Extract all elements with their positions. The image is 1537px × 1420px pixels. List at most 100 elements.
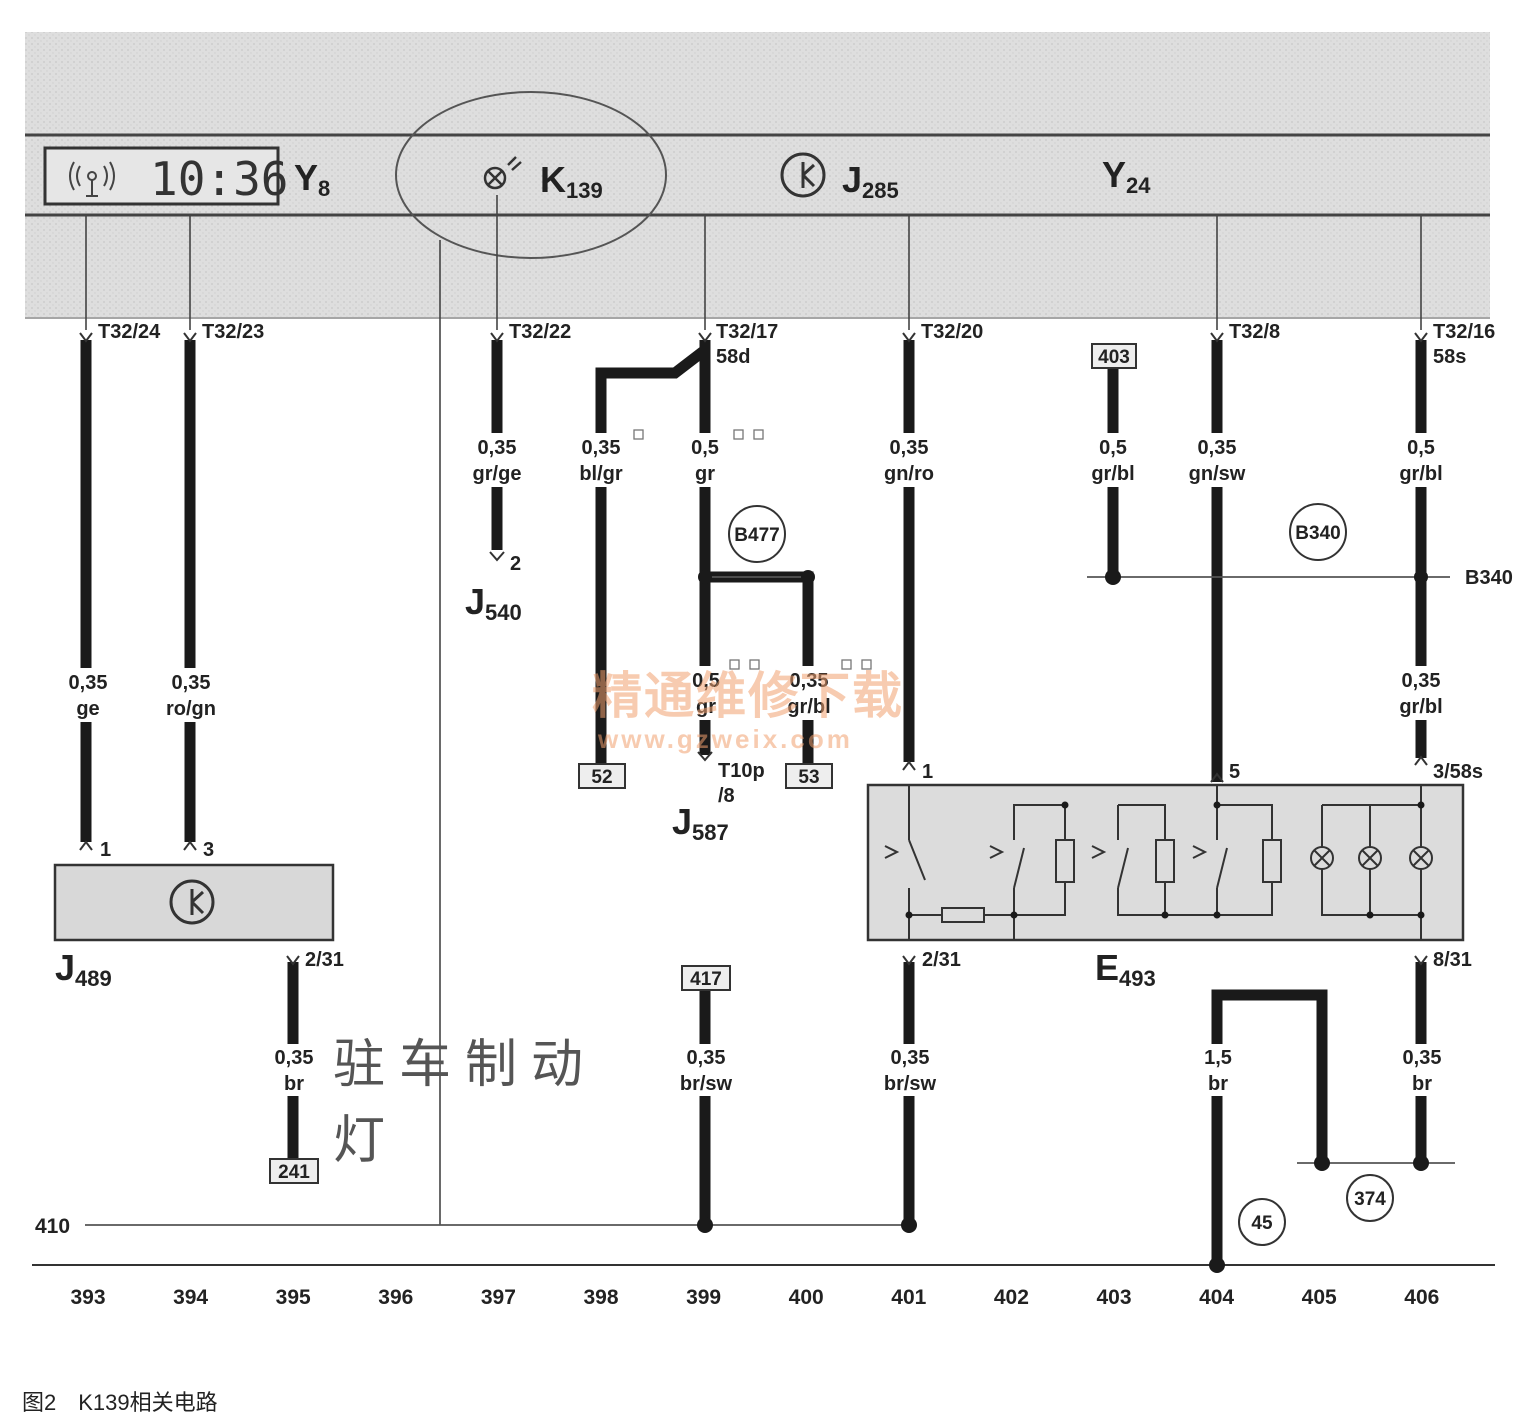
svg-text:T32/20: T32/20 bbox=[921, 321, 983, 343]
j489-label: J489 bbox=[55, 947, 112, 991]
figure-caption: 图2 K139相关电路 bbox=[22, 1390, 218, 1415]
column-number: 397 bbox=[481, 1286, 516, 1309]
watermark-line2: www.gzweix.com bbox=[597, 724, 853, 754]
j489-module bbox=[53, 863, 335, 942]
svg-text:1: 1 bbox=[922, 761, 933, 783]
column-number: 405 bbox=[1302, 1286, 1337, 1309]
svg-text:T32/17: T32/17 bbox=[716, 321, 778, 343]
control-unit-icon bbox=[169, 879, 215, 925]
svg-text:0,5: 0,5 bbox=[1407, 437, 1435, 459]
svg-text:T32/22: T32/22 bbox=[509, 321, 571, 343]
svg-text:2/31: 2/31 bbox=[305, 949, 344, 971]
annotation-line1: 驻车制动 bbox=[333, 1035, 597, 1095]
j285-label: J285 bbox=[842, 159, 899, 203]
column-number: 402 bbox=[994, 1286, 1029, 1309]
small-marks bbox=[633, 429, 872, 670]
svg-text:br: br bbox=[1412, 1073, 1432, 1095]
j587-label: J587 bbox=[672, 801, 729, 845]
svg-text:gr/bl: gr/bl bbox=[787, 696, 830, 718]
svg-text:0,35: 0,35 bbox=[1198, 437, 1237, 459]
svg-text:T32/8: T32/8 bbox=[1229, 321, 1280, 343]
watermark-line1: 精通维修下载 bbox=[592, 668, 904, 724]
svg-text:gr/bl: gr/bl bbox=[1091, 463, 1134, 485]
y8-label: Y8 bbox=[294, 157, 330, 201]
column-number: 406 bbox=[1404, 1286, 1439, 1309]
e493-label: E493 bbox=[1095, 947, 1156, 991]
svg-text:0,35: 0,35 bbox=[687, 1047, 726, 1069]
k139-highlight-circle bbox=[395, 91, 667, 259]
svg-text:0,35: 0,35 bbox=[478, 437, 517, 459]
svg-text:417: 417 bbox=[690, 969, 722, 990]
column-number: 396 bbox=[378, 1286, 413, 1309]
svg-text:0,35: 0,35 bbox=[790, 670, 829, 692]
column-number: 398 bbox=[583, 1286, 618, 1309]
svg-text:0,35: 0,35 bbox=[891, 1047, 930, 1069]
column-number: 404 bbox=[1199, 1286, 1234, 1309]
pin-labels: T32/24 T32/23 T32/22 T32/17 58d T32/20 T… bbox=[98, 321, 1495, 971]
control-unit-icon bbox=[780, 152, 826, 198]
svg-text:0,35: 0,35 bbox=[69, 672, 108, 694]
svg-text:br/sw: br/sw bbox=[680, 1073, 733, 1095]
antenna-icon bbox=[69, 161, 115, 197]
pin-arrows bbox=[79, 332, 1428, 966]
svg-text:58d: 58d bbox=[716, 346, 750, 368]
svg-text:1: 1 bbox=[100, 839, 111, 861]
junction-dots bbox=[697, 569, 1429, 1273]
svg-text:br/sw: br/sw bbox=[884, 1073, 937, 1095]
svg-text:br: br bbox=[284, 1073, 304, 1095]
svg-text:58s: 58s bbox=[1433, 346, 1466, 368]
svg-text:45: 45 bbox=[1251, 1213, 1273, 1234]
svg-text:gn/sw: gn/sw bbox=[1189, 463, 1246, 485]
svg-text:403: 403 bbox=[1098, 347, 1130, 368]
thick-wires bbox=[80, 340, 1427, 1265]
svg-text:gr: gr bbox=[696, 696, 716, 718]
svg-text:0,35: 0,35 bbox=[1403, 1047, 1442, 1069]
svg-text:T32/16: T32/16 bbox=[1433, 321, 1495, 343]
panel-thin-wires bbox=[85, 195, 1422, 1225]
svg-text:B340: B340 bbox=[1295, 523, 1340, 544]
column-number: 399 bbox=[686, 1286, 721, 1309]
svg-text:0,5: 0,5 bbox=[1099, 437, 1127, 459]
svg-text:0,35: 0,35 bbox=[172, 672, 211, 694]
svg-text:T32/23: T32/23 bbox=[202, 321, 264, 343]
svg-text:241: 241 bbox=[278, 1162, 310, 1183]
svg-text:0,5: 0,5 bbox=[691, 437, 719, 459]
parking-brake-lamp-icon bbox=[483, 156, 522, 190]
svg-text:br: br bbox=[1208, 1073, 1228, 1095]
svg-text:0,5: 0,5 bbox=[692, 670, 720, 692]
column-number: 400 bbox=[789, 1286, 824, 1309]
clock-display: 10:36 bbox=[43, 146, 288, 206]
circle-references: B477 B340 45 374 bbox=[728, 503, 1394, 1246]
svg-text:374: 374 bbox=[1354, 1189, 1386, 1210]
svg-text:2/31: 2/31 bbox=[922, 949, 961, 971]
y24-label: Y24 bbox=[1102, 154, 1151, 198]
svg-text:0,35: 0,35 bbox=[582, 437, 621, 459]
j540-label: J540 bbox=[465, 581, 522, 625]
svg-text:5: 5 bbox=[1229, 761, 1240, 783]
e493-switch-module bbox=[866, 783, 1465, 942]
column-number: 394 bbox=[173, 1286, 208, 1309]
svg-text:0,35: 0,35 bbox=[275, 1047, 314, 1069]
svg-text:0,35: 0,35 bbox=[890, 437, 929, 459]
b340-line-label: B340 bbox=[1465, 567, 1513, 589]
svg-text:2: 2 bbox=[510, 553, 521, 575]
lamp-icon bbox=[1310, 846, 1433, 870]
svg-text:gr/bl: gr/bl bbox=[1399, 463, 1442, 485]
svg-text:T10p: T10p bbox=[718, 760, 765, 782]
svg-text:B477: B477 bbox=[734, 525, 779, 546]
svg-text:8/31: 8/31 bbox=[1433, 949, 1472, 971]
svg-text:gr/ge: gr/ge bbox=[473, 463, 522, 485]
svg-text:ro/gn: ro/gn bbox=[166, 698, 216, 720]
svg-text:53: 53 bbox=[798, 767, 819, 788]
reference-boxes: 403 52 53 417 241 bbox=[269, 343, 1137, 1184]
svg-text:gn/ro: gn/ro bbox=[884, 463, 934, 485]
svg-text:bl/gr: bl/gr bbox=[579, 463, 623, 485]
svg-text:T32/24: T32/24 bbox=[98, 321, 161, 343]
wire-labels: 0,35 gr/ge 0,35 bl/gr 0,5 gr 0,35 gn/ro … bbox=[62, 433, 1452, 1096]
clock-time: 10:36 bbox=[150, 152, 288, 206]
column-number: 395 bbox=[276, 1286, 311, 1309]
svg-text:3/58s: 3/58s bbox=[1433, 761, 1483, 783]
svg-text:52: 52 bbox=[591, 767, 612, 788]
